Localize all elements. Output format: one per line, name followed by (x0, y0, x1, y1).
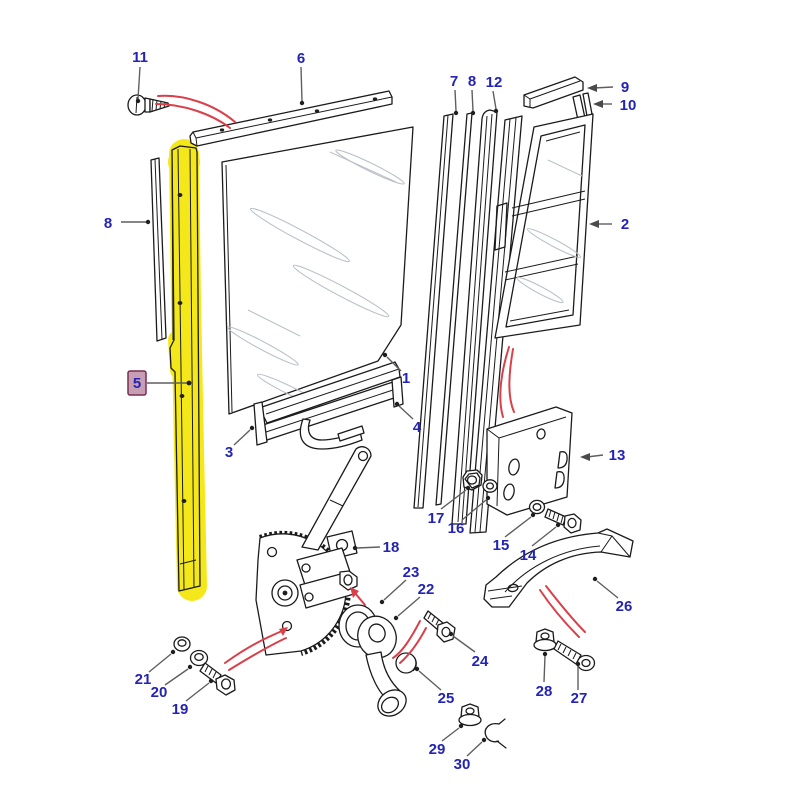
callout-14: 14 (520, 547, 537, 564)
callout-5: 5 (133, 375, 141, 392)
part-6-upper-rail (189, 90, 393, 147)
part-20-washer (189, 649, 209, 667)
callout-2: 2 (621, 216, 629, 233)
callout-5-highlight-box (127, 370, 147, 396)
part-24-bolt (423, 610, 456, 643)
part-5-glass-run-channel-highlighted (169, 145, 201, 592)
part-29-flanged-nut (458, 703, 482, 727)
callout-27: 27 (571, 690, 588, 707)
part-8-glass-run-top (435, 112, 473, 506)
callout-24: 24 (472, 653, 489, 670)
part-19-bolt (199, 662, 236, 696)
part-7-glass-run (413, 113, 454, 509)
part-15-washer (528, 499, 546, 515)
callout-21: 21 (135, 671, 152, 688)
callout-22: 22 (418, 581, 435, 598)
callout-26: 26 (616, 598, 633, 615)
callout-18: 18 (383, 539, 400, 556)
part-17-nut (462, 469, 483, 491)
callout-29: 29 (429, 741, 446, 758)
part-21-washer (173, 636, 191, 652)
callout-7: 7 (450, 73, 458, 90)
part-14-bolt (544, 508, 582, 534)
callout-10: 10 (620, 97, 637, 114)
leader-lines (121, 66, 619, 757)
callout-4: 4 (413, 419, 422, 436)
callout-12: 12 (486, 74, 503, 91)
callout-9: 9 (621, 79, 629, 96)
callout-labels: 11 6 7 8 12 9 10 2 8 5 1 4 3 13 17 16 15… (104, 49, 637, 773)
callout-19: 19 (172, 701, 189, 718)
part-28-flanged-nut (533, 628, 557, 652)
callout-13: 13 (609, 447, 626, 464)
part-regulator-lift-arm (301, 446, 372, 551)
part-regulator-hub-plates (271, 547, 358, 609)
callout-8-top: 8 (468, 73, 476, 90)
part-12-glass-run-channel (451, 109, 523, 534)
callout-8-left: 8 (104, 215, 112, 232)
callout-25: 25 (438, 690, 455, 707)
callout-20: 20 (151, 684, 168, 701)
callout-16: 16 (448, 520, 465, 537)
part-25-cap (395, 652, 417, 674)
part-22-window-crank-handle (357, 615, 407, 717)
part-8-glass-run-strip-left (150, 157, 167, 342)
part-27-screw (553, 640, 596, 672)
callout-23: 23 (403, 564, 420, 581)
callout-1: 1 (402, 370, 410, 387)
red-arrow-at-spindle-bolt (350, 587, 366, 606)
callout-3: 3 (225, 444, 233, 461)
callout-6: 6 (297, 50, 305, 67)
part-3-4-bottom-channel-rails (253, 361, 404, 450)
callout-30: 30 (454, 756, 471, 773)
guide-arrows-red (155, 94, 586, 671)
callout-28: 28 (536, 683, 553, 700)
part-1-door-glass (221, 126, 414, 415)
part-30-clip (484, 718, 507, 749)
callout-17: 17 (428, 510, 445, 527)
part-5-highlight-glow (168, 139, 207, 601)
part-2-quarter-window-frame (494, 113, 594, 339)
callout-15: 15 (493, 537, 510, 554)
part-13-regulator-bracket (486, 406, 573, 516)
part-26-door-pull-bracket (483, 528, 634, 608)
part-9-top-channel-block (523, 76, 584, 109)
callout-11: 11 (132, 49, 148, 66)
part-16-washer (482, 479, 498, 493)
